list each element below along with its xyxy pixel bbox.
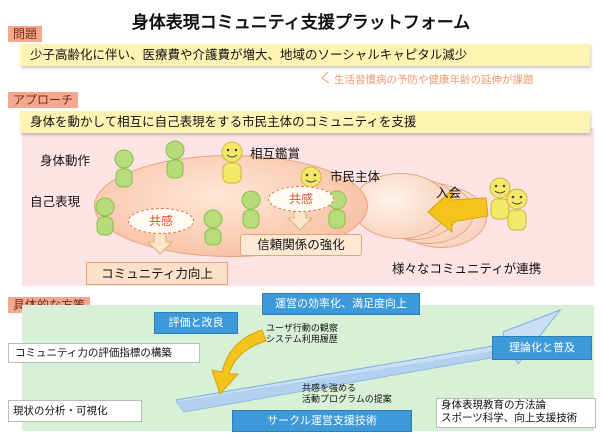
label-linked-communities: 様々なコミュニティが連携 bbox=[392, 261, 542, 276]
label-citizen-led: 市民主体 bbox=[330, 169, 381, 184]
note-bracket-icon bbox=[321, 71, 330, 84]
observation-label-1: ユーザ行動の観察 bbox=[266, 324, 338, 334]
education-line-1: 身体表現教育の方法論 bbox=[441, 399, 546, 411]
problem-note: 生活習慣病の予防や健康年齢の延伸が課題 bbox=[334, 74, 534, 86]
empathy-cloud: 共感 bbox=[268, 186, 334, 212]
smiling-person-icon bbox=[489, 177, 511, 220]
trust-box: 信頼関係の強化 bbox=[240, 234, 362, 256]
problem-statement: 少子高齢化に伴い、医療費や介護費が増大、地域のソーシャルキャピタル減少 bbox=[20, 44, 590, 66]
empathy-program-label-2: 活動プログラムの提案 bbox=[302, 395, 392, 405]
evaluation-box: 評価と改良 bbox=[154, 312, 238, 334]
person-icon bbox=[95, 197, 115, 236]
person-icon bbox=[165, 140, 185, 179]
education-line-2: スポーツ科学、向上支援技術 bbox=[441, 412, 578, 424]
community-power-box: コミュニティ力向上 bbox=[86, 262, 228, 285]
approach-tag: アプローチ bbox=[8, 92, 79, 108]
person-icon bbox=[203, 209, 223, 246]
person-icon bbox=[114, 149, 134, 188]
analysis-box: 現状の分析・可視化 bbox=[8, 400, 142, 422]
feedback-arrow-icon bbox=[211, 329, 267, 395]
empathy-program-label-1: 共感を強める bbox=[302, 384, 357, 394]
education-box: 身体表現教育の方法論 スポーツ科学、向上支援技術 bbox=[436, 398, 596, 428]
smiling-person-icon bbox=[506, 188, 528, 231]
page-title: 身体表現コミュニティ支援プラットフォーム bbox=[131, 13, 471, 33]
label-join: 入会 bbox=[436, 185, 462, 200]
approach-statement: 身体を動かして相互に自己表現をする市民主体のコミュニティを支援 bbox=[20, 111, 590, 133]
indicator-box: コミュニティ力の評価指標の構築 bbox=[8, 343, 200, 363]
problem-tag: 問題 bbox=[8, 26, 43, 42]
empathy-cloud: 共感 bbox=[128, 208, 194, 234]
efficiency-box: 運営の効率化、満足度向上 bbox=[262, 293, 420, 315]
label-self-expression: 自己表現 bbox=[30, 194, 81, 209]
theory-box: 理論化と普及 bbox=[492, 336, 592, 360]
observation-label-2: システム利用履歴 bbox=[266, 335, 338, 345]
join-arrow-icon bbox=[427, 188, 489, 234]
circle-support-box: サークル運営支援技術 bbox=[232, 410, 412, 432]
label-mutual-appreciation: 相互鑑賞 bbox=[250, 146, 301, 161]
smiling-person-icon bbox=[221, 141, 243, 184]
label-body-motion: 身体動作 bbox=[40, 153, 91, 168]
person-icon bbox=[241, 190, 261, 229]
